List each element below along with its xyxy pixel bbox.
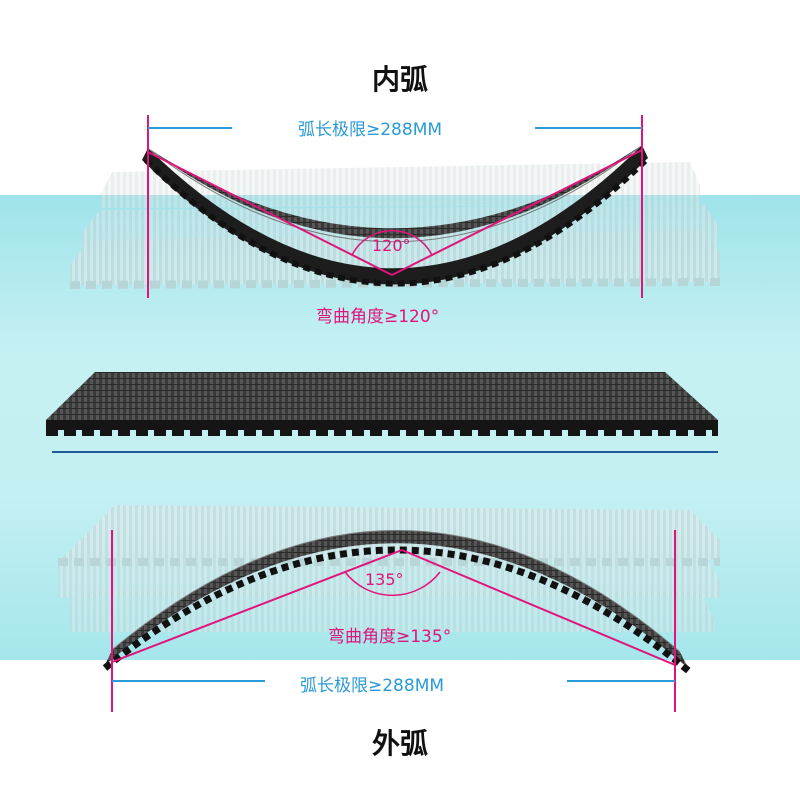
outer-arc-title: 外弧	[371, 727, 428, 760]
outer-arc-limit-label: 弧长极限≥288MM	[300, 676, 445, 696]
inner-arc-limit-label: 弧长极限≥288MM	[298, 120, 443, 140]
inner-angle-label: 弯曲角度≥120°	[316, 307, 440, 327]
inner-arc-limit-guides	[147, 115, 643, 298]
outer-ghost-panel-3	[70, 590, 715, 632]
outer-angle-label: 弯曲角度≥135°	[328, 627, 452, 647]
outer-arc-limit-guides	[111, 530, 676, 712]
flat-panel	[46, 372, 718, 436]
outer-angle-value: 135°	[365, 570, 404, 589]
outer-angle-lines	[111, 549, 676, 666]
inner-arc-title: 内弧	[371, 63, 428, 96]
inner-angle-lines	[147, 149, 643, 276]
inner-angle-value: 120°	[372, 236, 411, 255]
inner-angle-arc	[351, 229, 433, 256]
outer-angle-arc	[344, 571, 441, 597]
bottom-background	[0, 660, 800, 800]
outer-curved-panel	[102, 530, 693, 675]
